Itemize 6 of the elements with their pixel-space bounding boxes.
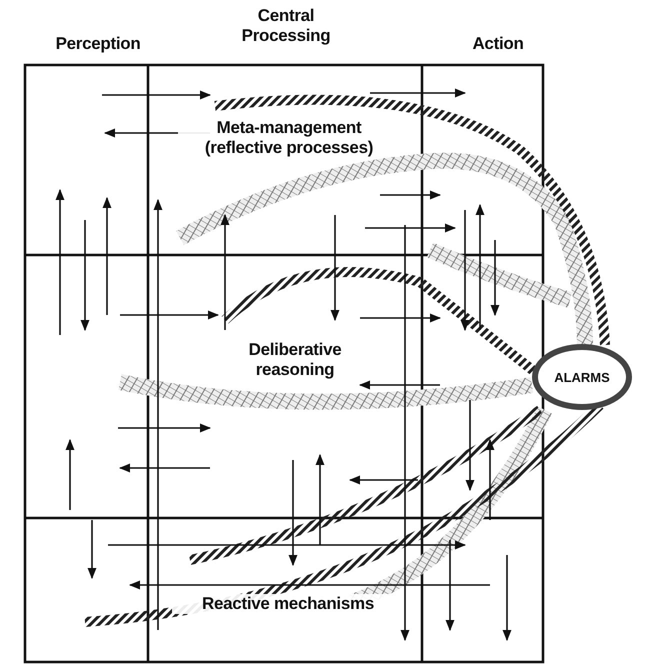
column-heading: Perception	[54, 34, 142, 54]
column-heading: Action	[471, 34, 525, 54]
alarm-oval	[532, 344, 632, 410]
oval-label: ALARMS	[554, 370, 610, 384]
column-heading: Central Processing	[240, 6, 332, 46]
layer-label: Meta-management (reflective processes)	[178, 118, 400, 158]
